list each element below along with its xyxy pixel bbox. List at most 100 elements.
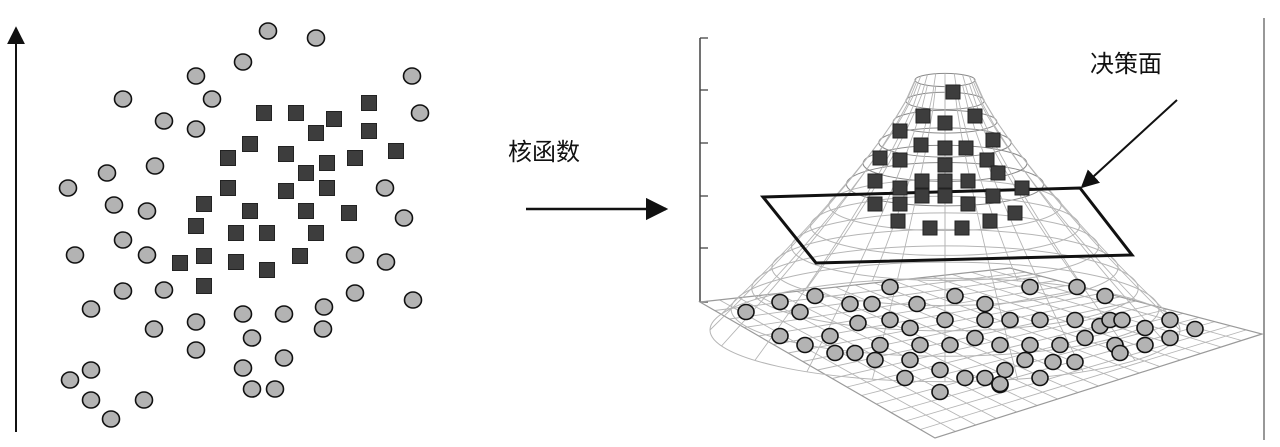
decision-plane — [759, 186, 1136, 265]
circle-marker — [996, 361, 1014, 379]
square-marker — [220, 150, 236, 166]
circle-marker — [113, 282, 133, 300]
circle-marker — [931, 361, 949, 379]
square-marker — [985, 132, 1001, 148]
circle-marker — [966, 329, 984, 347]
circle-marker — [991, 336, 1009, 354]
square-marker — [892, 123, 908, 139]
circle-marker — [976, 295, 994, 313]
circle-marker — [1136, 336, 1154, 354]
circle-marker — [81, 391, 101, 409]
square-marker — [228, 225, 244, 241]
circle-marker — [991, 375, 1009, 393]
circle-marker — [871, 336, 889, 354]
decision-surface-label: 决策面 — [1090, 50, 1162, 78]
circle-marker — [313, 320, 333, 338]
circle-marker — [258, 22, 278, 40]
square-marker — [298, 165, 314, 181]
circle-marker — [274, 305, 294, 323]
square-marker — [220, 180, 236, 196]
circle-marker — [946, 287, 964, 305]
square-marker — [982, 213, 998, 229]
circle-marker — [956, 369, 974, 387]
base-circles-group — [737, 278, 1204, 401]
circle-marker — [154, 112, 174, 130]
circle-marker — [375, 179, 395, 197]
square-marker — [292, 248, 308, 264]
circle-marker — [976, 311, 994, 329]
square-marker — [867, 196, 883, 212]
circle-marker — [402, 67, 422, 85]
square-marker — [188, 218, 204, 234]
square-marker — [967, 108, 983, 124]
circle-marker — [242, 380, 262, 398]
circle-marker — [1161, 311, 1179, 329]
left-squares-group — [172, 95, 404, 294]
square-marker — [914, 188, 930, 204]
circle-marker — [821, 327, 839, 345]
square-marker — [1007, 205, 1023, 221]
square-marker — [388, 143, 404, 159]
square-marker — [937, 157, 953, 173]
circle-marker — [849, 314, 867, 332]
circle-marker — [908, 295, 926, 313]
square-marker — [298, 203, 314, 219]
circle-marker — [1051, 336, 1069, 354]
square-marker — [278, 146, 294, 162]
square-marker — [985, 188, 1001, 204]
kernel-function-label: 核函数 — [508, 138, 580, 166]
circle-marker — [403, 291, 423, 309]
square-marker — [913, 137, 929, 153]
circle-marker — [1096, 287, 1114, 305]
circle-marker — [866, 351, 884, 369]
square-marker — [945, 84, 961, 100]
circle-marker — [242, 329, 262, 347]
square-marker — [259, 262, 275, 278]
square-marker — [341, 205, 357, 221]
square-marker — [979, 152, 995, 168]
square-marker — [937, 188, 953, 204]
circle-marker — [901, 351, 919, 369]
feature-space-panel — [698, 18, 1265, 440]
left-circles-group — [58, 22, 430, 428]
circle-marker — [1066, 353, 1084, 371]
circle-marker — [841, 295, 859, 313]
circle-marker — [145, 157, 165, 175]
circle-marker — [911, 336, 929, 354]
circle-marker — [863, 295, 881, 313]
square-marker — [326, 111, 342, 127]
circle-marker — [1161, 329, 1179, 347]
square-marker — [872, 150, 888, 166]
square-marker — [242, 203, 258, 219]
square-marker — [288, 105, 304, 121]
square-marker — [937, 115, 953, 131]
square-marker — [308, 225, 324, 241]
circle-marker — [1113, 311, 1131, 329]
square-marker — [960, 196, 976, 212]
circle-marker — [826, 344, 844, 362]
circle-marker — [1021, 278, 1039, 296]
circle-marker — [81, 361, 101, 379]
square-marker — [308, 125, 324, 141]
circle-marker — [846, 344, 864, 362]
square-marker — [1014, 180, 1030, 196]
circle-marker — [345, 246, 365, 264]
square-marker — [958, 140, 974, 156]
circle-marker — [81, 300, 101, 318]
square-marker — [922, 220, 938, 236]
circle-marker — [113, 231, 133, 249]
square-marker — [319, 155, 335, 171]
square-marker — [990, 165, 1006, 181]
square-marker — [937, 173, 953, 189]
circle-marker — [976, 369, 994, 387]
circle-marker — [233, 359, 253, 377]
circle-marker — [1031, 369, 1049, 387]
square-marker — [914, 173, 930, 189]
circle-marker — [410, 104, 430, 122]
square-marker — [259, 225, 275, 241]
circle-marker — [1136, 319, 1154, 337]
circle-marker — [791, 303, 809, 321]
circle-marker — [233, 53, 253, 71]
square-marker — [319, 180, 335, 196]
